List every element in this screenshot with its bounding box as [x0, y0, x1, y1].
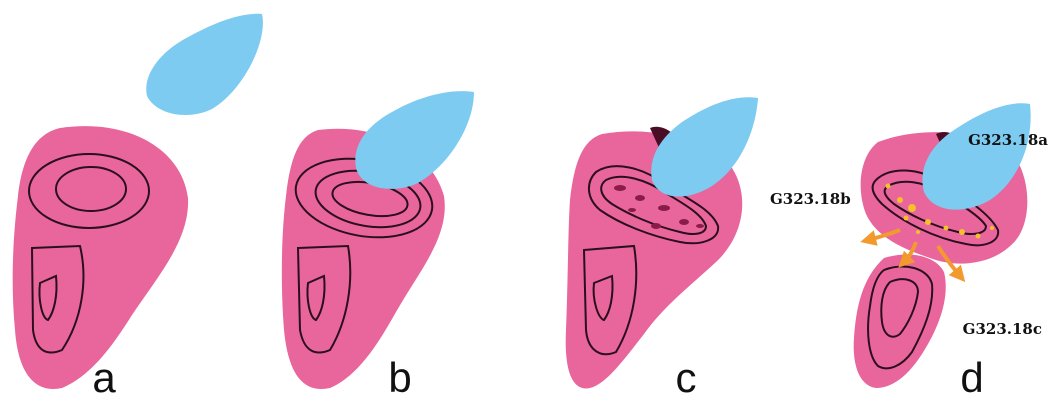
- panel-c: c: [566, 97, 758, 401]
- panel-letter-d: d: [960, 354, 983, 401]
- cloud-body-a: [13, 126, 188, 389]
- impactor-b: [355, 91, 474, 189]
- callout-impactor: G323.18a: [968, 131, 1048, 149]
- impactor-a: [146, 14, 263, 115]
- panel-d: d G323.18a G323.18b G323.18c: [770, 103, 1048, 401]
- impactor-c: [651, 97, 758, 196]
- panel-b: b: [282, 91, 474, 401]
- panel-a: a: [13, 14, 263, 401]
- panel-letter-c: c: [676, 354, 697, 401]
- callout-upper-fragment: G323.18b: [770, 190, 851, 208]
- callout-lower-fragment: G323.18c: [963, 320, 1042, 338]
- panel-letter-a: a: [92, 354, 116, 401]
- panel-letter-b: b: [388, 354, 411, 401]
